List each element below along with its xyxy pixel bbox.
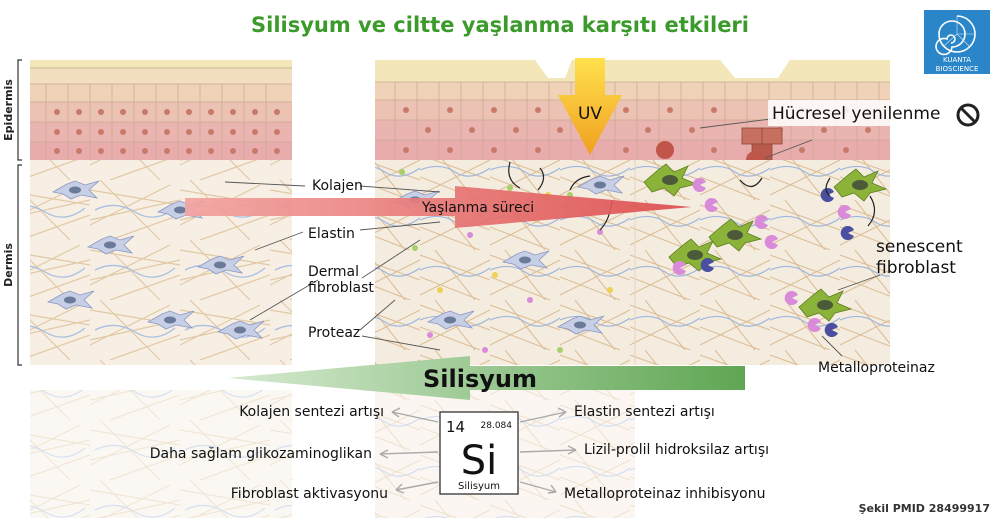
epidermis-label: Epidermis (2, 79, 15, 141)
silicon-arrow: Silisyum (228, 356, 745, 400)
epidermis-bracket (17, 59, 22, 161)
metalloproteinase-label: Metalloproteinaz (818, 360, 935, 376)
dermis-label: Dermis (2, 243, 15, 287)
elastin-label: Elastin (308, 226, 355, 242)
element-symbol: Si (461, 438, 498, 484)
silicon-element-tile: 14 28.084 Si Silisyum (439, 411, 519, 495)
dermis-bracket (17, 164, 22, 366)
dermal-fibroblast-label-2: fibroblast (308, 280, 374, 296)
uv-arrow: UV (558, 58, 622, 155)
uv-label: UV (578, 104, 602, 124)
logo-line2: BIOSCIENCE (936, 65, 979, 73)
cell-renewal-label: Hücresel yenilenme (772, 104, 940, 124)
aging-process-arrow: Yaşlanma süreci (185, 186, 692, 228)
collagen-label: Kolajen (312, 178, 363, 194)
aging-process-label: Yaşlanma süreci (421, 200, 534, 216)
page-title: Silisyum ve ciltte yaşlanma karşıtı etki… (251, 13, 749, 37)
benefit-elastin: Elastin sentezi artışı (574, 404, 715, 420)
protease-dots (399, 169, 613, 353)
prohibited-icon (956, 103, 980, 127)
benefit-fibroblast: Fibroblast aktivasyonu (231, 486, 388, 502)
logo-line1: KUANTA (943, 56, 971, 64)
figure-credit: Şekil PMID 28499917 (859, 502, 990, 515)
benefit-mmp-inhibition: Metalloproteinaz inhibisyonu (564, 486, 765, 502)
brand-logo: KUANTA BIOSCIENCE (924, 10, 990, 74)
silicon-label: Silisyum (423, 365, 537, 393)
leader-lines (224, 117, 881, 357)
element-mass: 28.084 (481, 421, 513, 431)
benefit-lysyl: Lizil-prolil hidroksilaz artışı (584, 442, 769, 458)
dermal-fibroblast-label-1: Dermal (308, 264, 359, 280)
protease-label: Proteaz (308, 325, 360, 341)
benefit-collagen: Kolajen sentezi artışı (239, 404, 384, 420)
element-number: 14 (446, 418, 465, 436)
senescent-label-2: fibroblast (876, 258, 956, 278)
young-skin-panel (30, 60, 292, 518)
benefit-arrows (379, 407, 577, 494)
nautilus-shell-icon (935, 15, 976, 56)
senescent-label-1: senescent (876, 237, 963, 257)
element-name: Silisyum (458, 481, 500, 492)
aged-skin-panel (375, 60, 890, 518)
benefit-glycosaminoglycan: Daha sağlam glikozaminoglikan (150, 446, 372, 462)
